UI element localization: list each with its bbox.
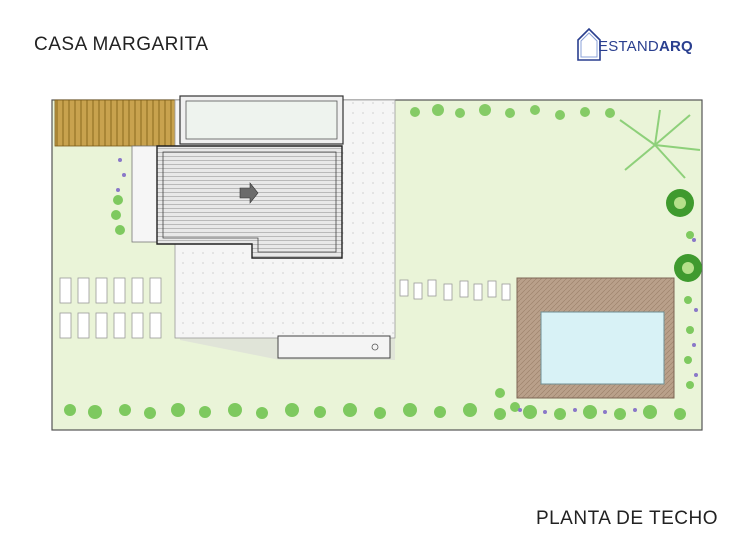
slope-arrow-icon — [239, 182, 259, 204]
house-outline-icon — [577, 27, 601, 61]
logo-wordmark: ESTANDARQ — [598, 38, 693, 55]
drawing-title: PLANTA DE TECHO — [535, 508, 718, 529]
side-strip — [131, 145, 161, 243]
project-title: CASA MARGARITA — [34, 34, 209, 55]
pool-water — [540, 311, 665, 385]
logo-text-bold: ARQ — [658, 38, 693, 55]
left-shrubs — [111, 195, 125, 235]
stepping-stones-left — [59, 277, 162, 339]
wooden-deck — [54, 99, 181, 147]
logo-text-regular: ESTAND — [598, 38, 659, 55]
flower-accents — [116, 158, 698, 414]
agave-plants — [666, 189, 702, 282]
main-roof — [156, 145, 343, 259]
stepping-stones-right — [399, 279, 511, 301]
estandarq-logo: ESTANDARQ — [572, 26, 722, 66]
right-hedge — [495, 231, 694, 412]
palm-tree-icon — [619, 109, 701, 179]
top-hedge — [410, 104, 615, 120]
bottom-hedge — [64, 403, 686, 420]
bottom-planter — [277, 335, 391, 359]
